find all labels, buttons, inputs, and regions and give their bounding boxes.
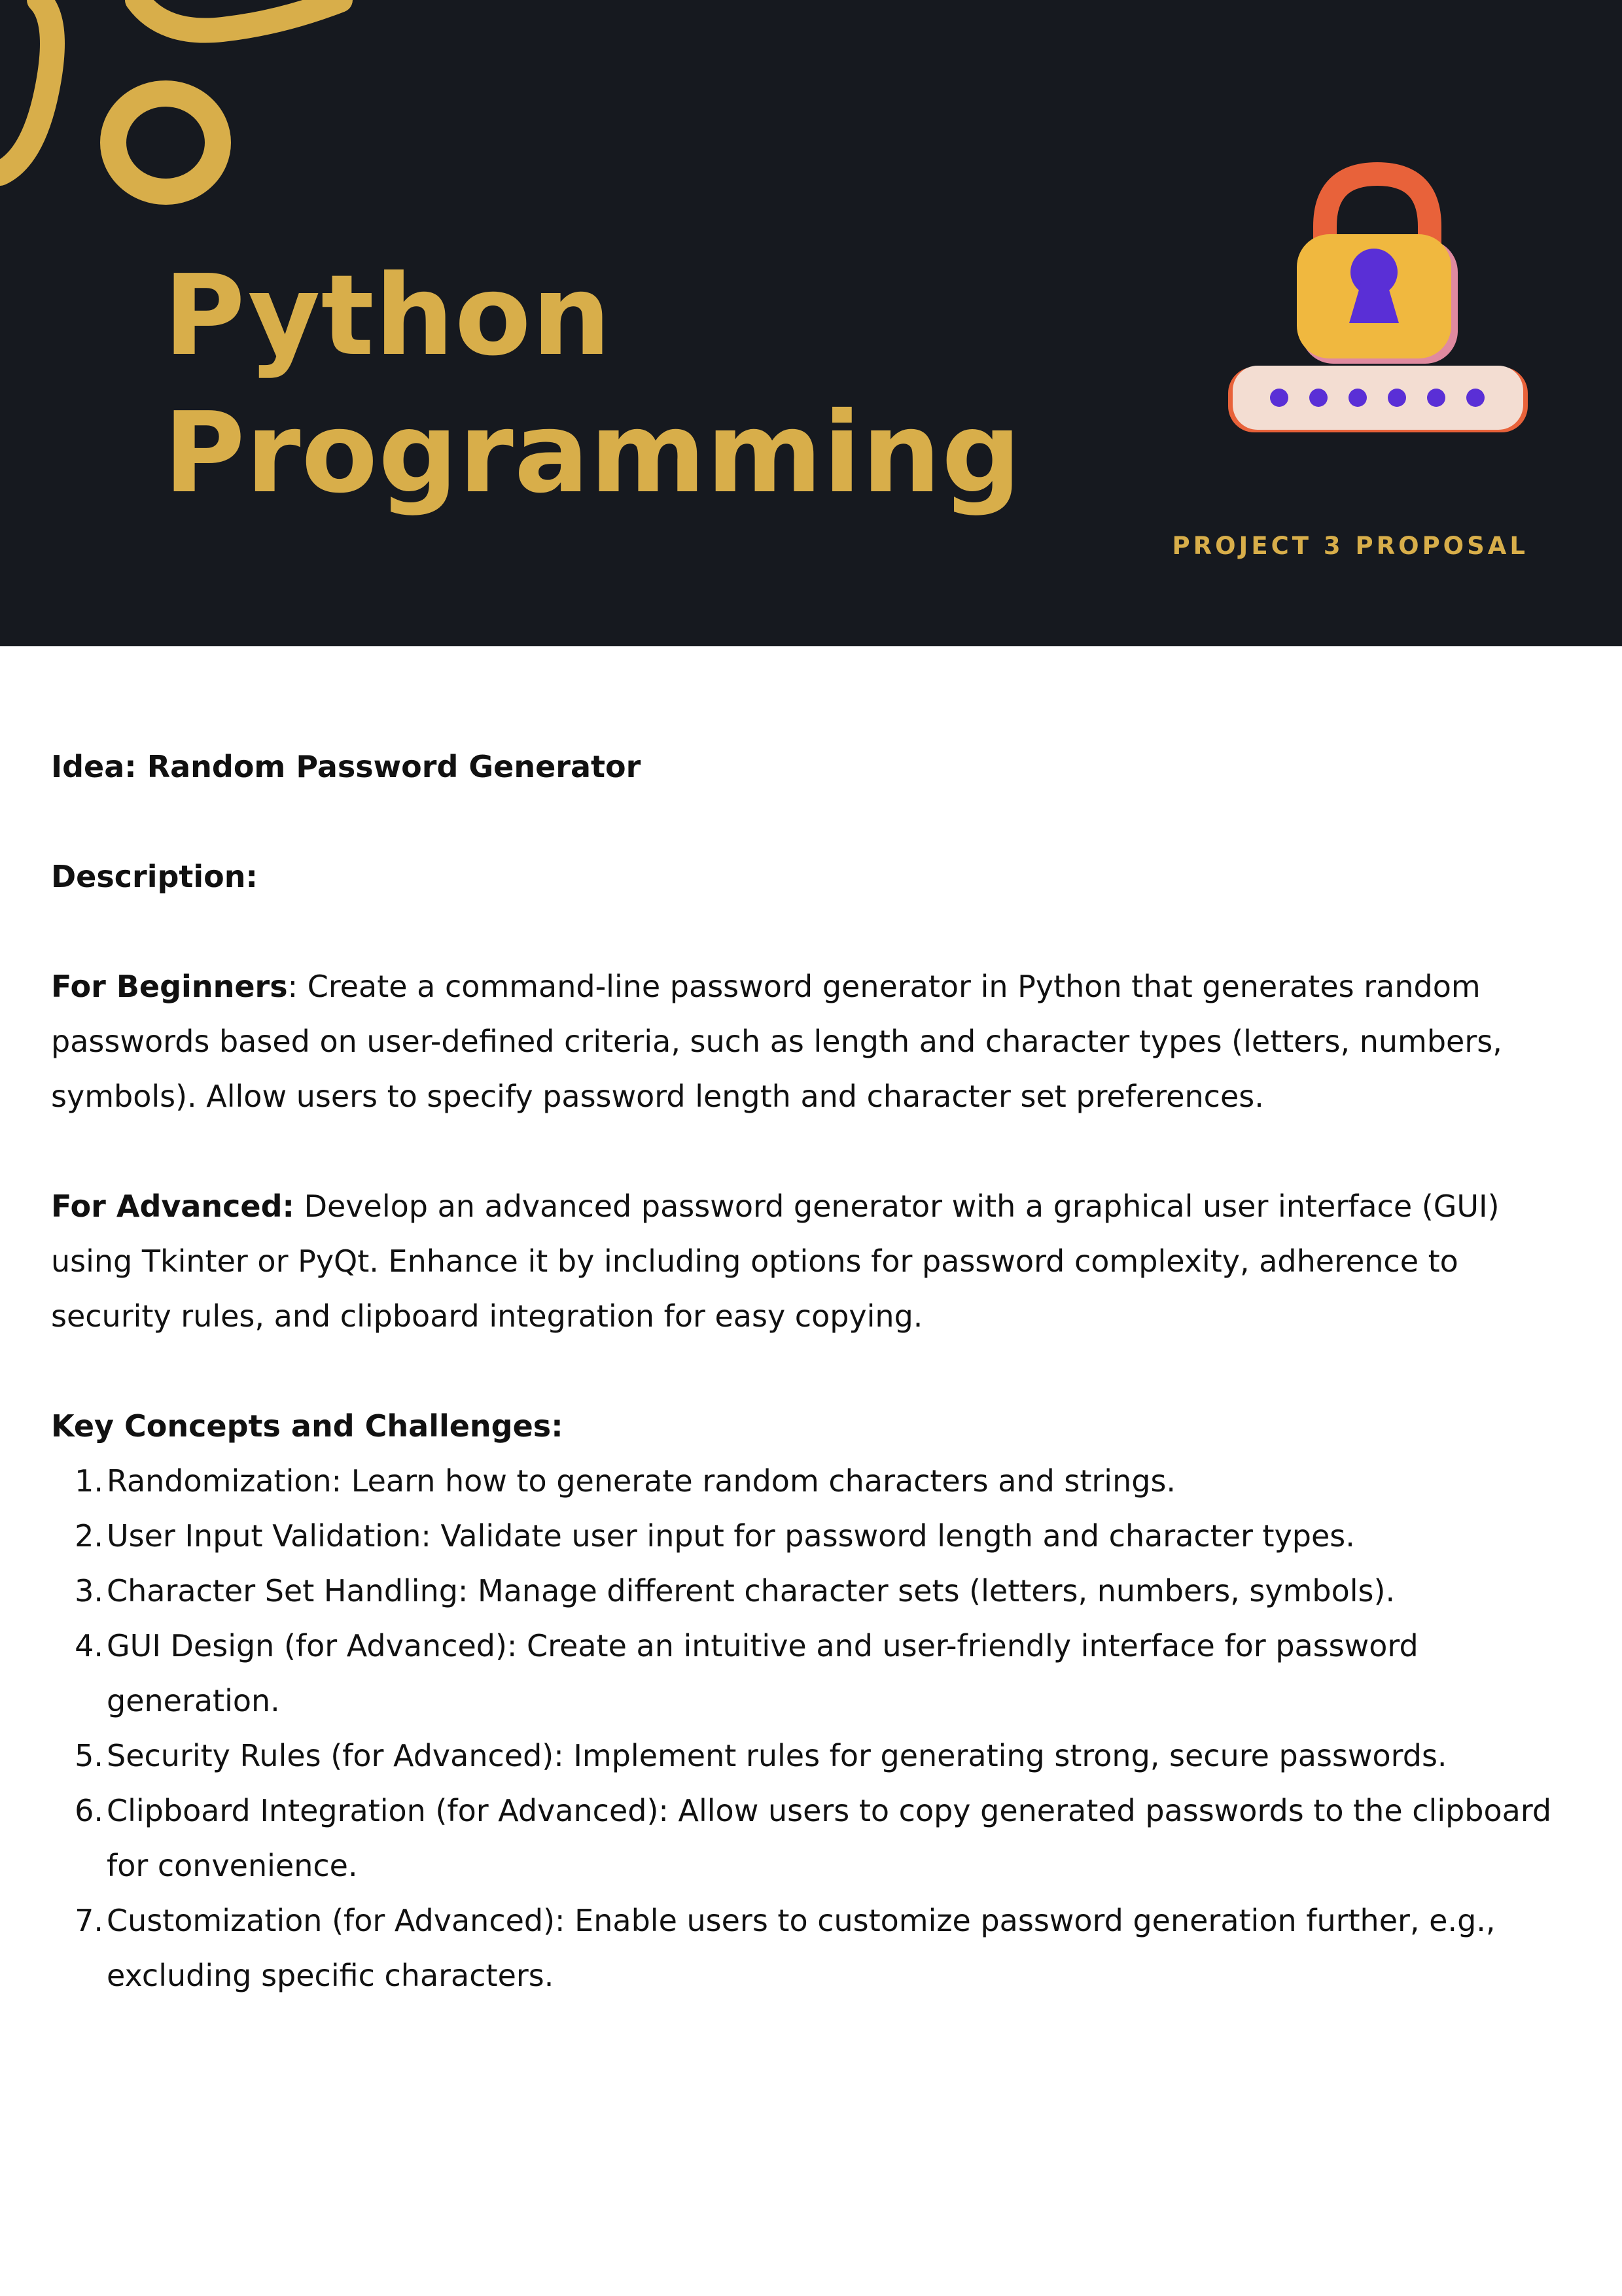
list-item-text: GUI Design (for Advanced): Create an int… bbox=[107, 1628, 1419, 1718]
list-item-number: 1. bbox=[75, 1463, 103, 1499]
advanced-label: For Advanced: bbox=[51, 1189, 294, 1224]
project-label: PROJECT 3 PROPOSAL bbox=[1172, 532, 1528, 560]
advanced-paragraph: For Advanced: Develop an advanced passwo… bbox=[51, 1179, 1576, 1344]
beginners-label: For Beginners bbox=[51, 969, 288, 1004]
list-item: 4.GUI Design (for Advanced): Create an i… bbox=[51, 1618, 1576, 1728]
list-item: 2.User Input Validation: Validate user i… bbox=[51, 1508, 1576, 1563]
list-item: 5.Security Rules (for Advanced): Impleme… bbox=[51, 1728, 1576, 1783]
padlock-password-icon bbox=[1228, 162, 1528, 432]
list-item: 6.Clipboard Integration (for Advanced): … bbox=[51, 1783, 1576, 1893]
spacer bbox=[51, 904, 1576, 959]
list-item-number: 5. bbox=[75, 1738, 103, 1773]
list-item-number: 7. bbox=[75, 1903, 103, 1938]
list-item: 3.Character Set Handling: Manage differe… bbox=[51, 1563, 1576, 1618]
concepts-heading: Key Concepts and Challenges: bbox=[51, 1408, 563, 1444]
list-item-number: 4. bbox=[75, 1628, 103, 1663]
beginners-paragraph: For Beginners: Create a command-line pas… bbox=[51, 959, 1576, 1124]
list-item-text: User Input Validation: Validate user inp… bbox=[107, 1518, 1355, 1554]
header-banner: Python Programming PROJECT 3 PROPOSAL bbox=[0, 0, 1622, 646]
description-heading: Description: bbox=[51, 859, 258, 894]
list-item: 7.Customization (for Advanced): Enable u… bbox=[51, 1893, 1576, 2003]
list-item: 1.Randomization: Learn how to generate r… bbox=[51, 1453, 1576, 1508]
list-item-text: Character Set Handling: Manage different… bbox=[107, 1573, 1396, 1609]
beginners-text: : Create a command-line password generat… bbox=[51, 969, 1502, 1114]
list-item-text: Clipboard Integration (for Advanced): Al… bbox=[107, 1793, 1552, 1883]
list-item-number: 6. bbox=[75, 1793, 103, 1828]
spacer bbox=[51, 1344, 1576, 1399]
gold-swirl-decoration-icon bbox=[0, 0, 353, 205]
title-line-2: Programming bbox=[164, 389, 1022, 518]
list-item-number: 2. bbox=[75, 1518, 103, 1554]
spacer bbox=[51, 794, 1576, 849]
list-item-number: 3. bbox=[75, 1573, 103, 1609]
advanced-text: Develop an advanced password generator w… bbox=[51, 1189, 1500, 1334]
list-item-text: Security Rules (for Advanced): Implement… bbox=[107, 1738, 1447, 1773]
idea-heading: Idea: Random Password Generator bbox=[51, 749, 641, 784]
list-item-text: Customization (for Advanced): Enable use… bbox=[107, 1903, 1496, 1993]
title-line-1: Python bbox=[164, 251, 612, 381]
list-item-text: Randomization: Learn how to generate ran… bbox=[107, 1463, 1176, 1499]
concepts-list: 1.Randomization: Learn how to generate r… bbox=[51, 1453, 1576, 2003]
proposal-body: Idea: Random Password Generator Descript… bbox=[51, 739, 1576, 2003]
spacer bbox=[51, 1124, 1576, 1179]
